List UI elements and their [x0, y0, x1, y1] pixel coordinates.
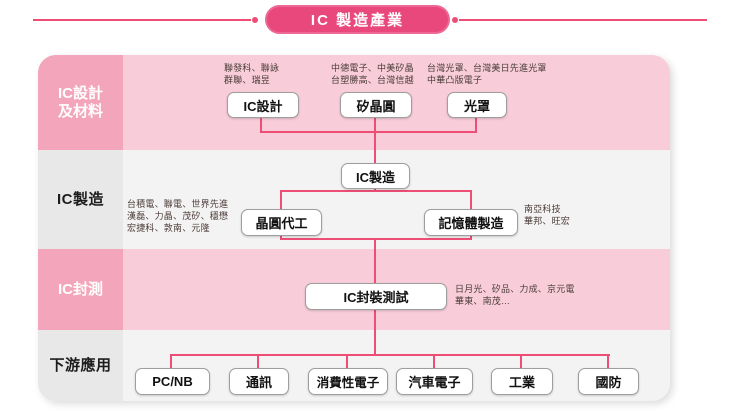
connector-drop-pcnb — [170, 354, 172, 369]
connector-packaging-down — [374, 307, 376, 356]
connector-drop-defense — [607, 354, 609, 369]
connector-drop-industrial — [520, 354, 522, 369]
connector-ic-mfg-down — [374, 186, 376, 192]
connector-mfg-merge — [280, 238, 472, 240]
node-automotive-electronics: 汽車電子 — [396, 368, 473, 395]
node-defense: 國防 — [578, 368, 639, 395]
companies-memory: 南亞科技 華邦、旺宏 — [524, 204, 571, 226]
node-ic-packaging-testing: IC封裝測試 — [305, 283, 447, 310]
band-ic-manufacturing: IC製造 — [38, 150, 670, 249]
companies-foundry: 台積電、聯電、世界先進 漢磊、力晶、茂矽、穩懋 宏捷科、敦南、元隆 — [127, 199, 229, 233]
node-photomask: 光罩 — [447, 92, 507, 118]
title-dot-left — [252, 17, 258, 23]
connector-drop-consumer — [346, 354, 348, 369]
title-dot-right — [452, 17, 458, 23]
connector-to-foundry — [280, 190, 282, 210]
connector-downstream-bus — [171, 354, 610, 356]
node-industrial: 工業 — [491, 368, 553, 395]
node-wafer-foundry: 晶圓代工 — [241, 209, 322, 236]
band-ic-packaging-testing: IC封測 — [38, 249, 670, 330]
sidebar-ic-design-materials: IC設計 及材料 — [38, 55, 123, 150]
connector-drop-automotive — [433, 354, 435, 369]
connector-drop-comms — [257, 354, 259, 369]
companies-silicon-wafer: 中德電子、中美矽晶 台塑勝高、台灣信越 — [331, 63, 414, 85]
sidebar-downstream-applications: 下游應用 — [38, 330, 123, 401]
node-consumer-electronics: 消費性電子 — [308, 368, 388, 395]
connector-foundry-down — [280, 233, 282, 240]
band-ic-design-materials: IC設計 及材料 — [38, 55, 670, 150]
connector-memory-down — [470, 233, 472, 240]
sidebar-ic-packaging-testing: IC封測 — [38, 249, 123, 330]
title-line-right — [459, 19, 707, 21]
connector-design-row-join — [260, 131, 477, 133]
connector-ic-design-drop — [260, 116, 262, 133]
companies-photomask: 台灣光罩、台灣美日先進光罩 中華凸版電子 — [427, 63, 547, 85]
node-ic-manufacturing: IC製造 — [341, 163, 410, 189]
node-memory-manufacturing: 記憶體製造 — [424, 209, 518, 236]
diagram-panel: IC設計 及材料 IC製造 IC封測 下游應用 — [38, 55, 670, 401]
connector-wafer-to-ic-mfg — [374, 116, 376, 164]
connector-to-memory — [470, 190, 472, 210]
node-ic-design: IC設計 — [227, 92, 299, 118]
row-label-downstream-applications: 下游應用 — [49, 356, 112, 374]
connector-to-packaging — [374, 238, 376, 285]
node-silicon-wafer: 矽晶圓 — [340, 92, 412, 118]
row-label-ic-manufacturing: IC製造 — [56, 190, 104, 208]
row-label-ic-design-materials: IC設計 及材料 — [57, 84, 103, 120]
page-title: IC 製造產業 — [265, 5, 450, 34]
companies-packaging-testing: 日月光、矽品、力成、京元電 華東、南茂… — [455, 284, 575, 306]
node-communications: 通訊 — [229, 368, 289, 395]
sidebar-ic-manufacturing: IC製造 — [38, 150, 123, 249]
row-label-ic-packaging-testing: IC封測 — [57, 280, 103, 298]
connector-mfg-branch — [280, 190, 472, 192]
connector-mask-drop — [475, 116, 477, 133]
title-line-left — [33, 19, 251, 21]
companies-ic-design: 聯發科、聯詠 群聯、瑞昱 — [224, 63, 280, 85]
node-pc-nb: PC/NB — [135, 368, 210, 395]
